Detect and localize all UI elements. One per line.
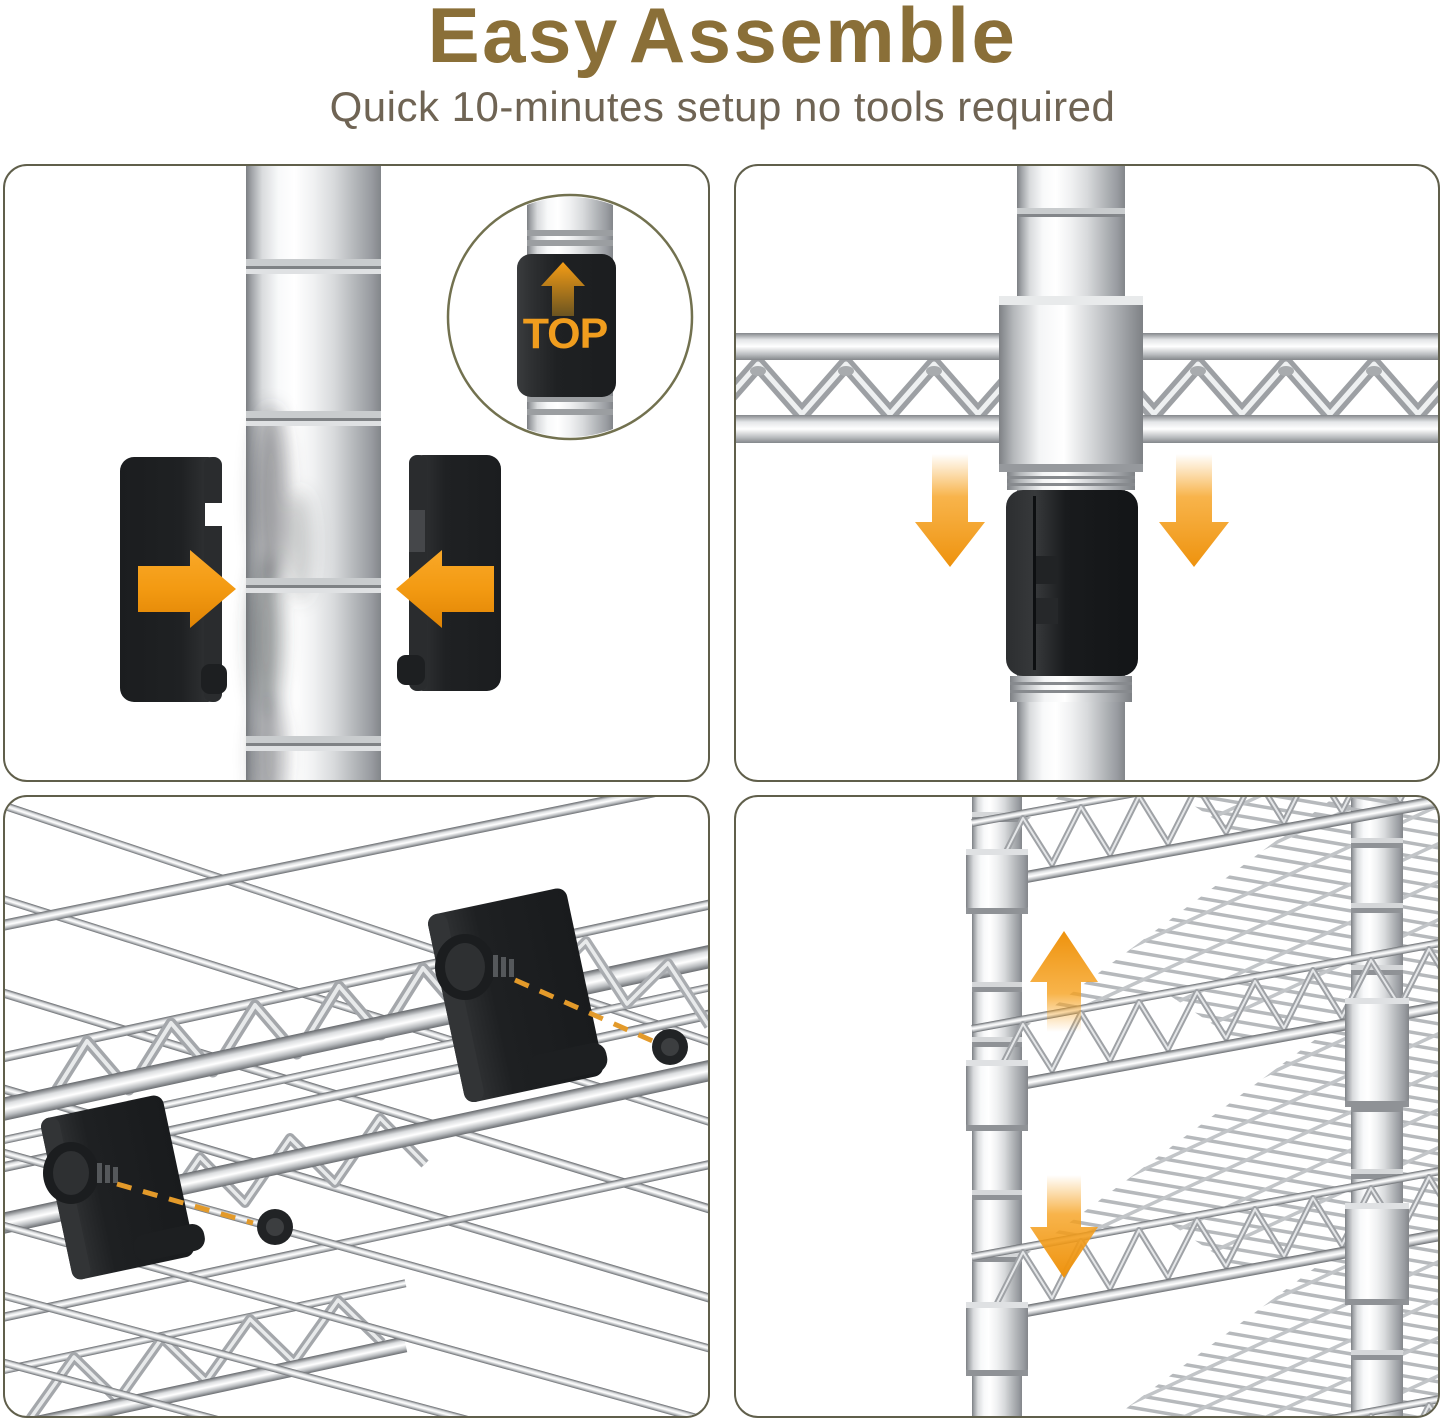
svg-text:TOP: TOP: [523, 310, 608, 358]
